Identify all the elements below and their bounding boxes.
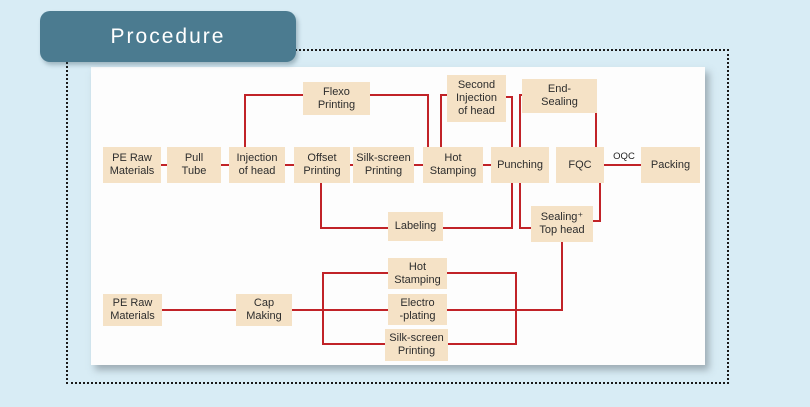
connector-line xyxy=(519,94,521,147)
connector-line xyxy=(447,272,517,274)
connector-line xyxy=(162,309,236,311)
connector-line xyxy=(519,183,521,229)
connector-line xyxy=(292,309,324,311)
connector-line-oqc xyxy=(604,164,641,166)
node-electro-plating: Electro -plating xyxy=(388,294,447,325)
connector-line xyxy=(324,309,388,311)
oqc-label: OQC xyxy=(613,151,635,162)
connector-line xyxy=(427,94,429,147)
node-pe-raw-materials-1: PE Raw Materials xyxy=(103,147,161,183)
node-cap-making: Cap Making xyxy=(236,294,292,326)
connector-line xyxy=(244,94,303,96)
dotted-border-frame xyxy=(66,49,729,384)
connector-line xyxy=(244,94,246,147)
connector-line xyxy=(370,94,428,96)
page-title: Procedure xyxy=(110,24,226,48)
node-end-sealing: End- Sealing xyxy=(522,79,597,113)
node-second-injection-of-head: Second Injection of head xyxy=(447,75,506,122)
node-pull-tube: Pull Tube xyxy=(167,147,221,183)
connector-line xyxy=(221,164,229,166)
node-sealing-top-head: Sealing⁺ Top head xyxy=(531,206,593,242)
connector-line xyxy=(322,272,324,345)
connector-line xyxy=(515,272,517,345)
title-banner: Procedure xyxy=(40,11,296,62)
connector-line xyxy=(511,183,513,229)
node-flexo-printing: Flexo Printing xyxy=(303,82,370,115)
connector-line xyxy=(443,227,513,229)
node-silk-screen-printing-1: Silk-screen Printing xyxy=(353,147,414,183)
connector-line xyxy=(322,343,385,345)
connector-line xyxy=(285,164,294,166)
node-punching: Punching xyxy=(491,147,549,183)
connector-line xyxy=(320,183,322,229)
connector-line xyxy=(599,183,601,222)
connector-line xyxy=(595,112,597,147)
node-pe-raw-materials-2: PE Raw Materials xyxy=(103,294,162,326)
connector-line xyxy=(592,220,601,222)
connector-line xyxy=(448,343,517,345)
connector-line xyxy=(414,164,423,166)
connector-line xyxy=(447,309,563,311)
connector-line xyxy=(322,272,388,274)
connector-line xyxy=(519,94,523,96)
connector-line xyxy=(320,227,388,229)
node-hot-stamping-1: Hot Stamping xyxy=(423,147,483,183)
node-fqc: FQC xyxy=(556,147,604,183)
node-labeling: Labeling xyxy=(388,212,443,241)
connector-line xyxy=(561,242,563,311)
node-hot-stamping-2: Hot Stamping xyxy=(388,258,447,289)
connector-line xyxy=(161,164,167,166)
connector-line xyxy=(440,94,447,96)
node-offset-printing: Offset Printing xyxy=(294,147,350,183)
connector-line xyxy=(350,164,354,166)
node-injection-of-head: Injection of head xyxy=(229,147,285,183)
node-silk-screen-printing-2: Silk-screen Printing xyxy=(385,329,448,361)
connector-line xyxy=(440,94,442,147)
connector-line xyxy=(511,96,513,147)
connector-line xyxy=(505,96,513,98)
connector-line xyxy=(519,227,531,229)
node-packing: Packing xyxy=(641,147,700,183)
connector-line xyxy=(483,164,491,166)
